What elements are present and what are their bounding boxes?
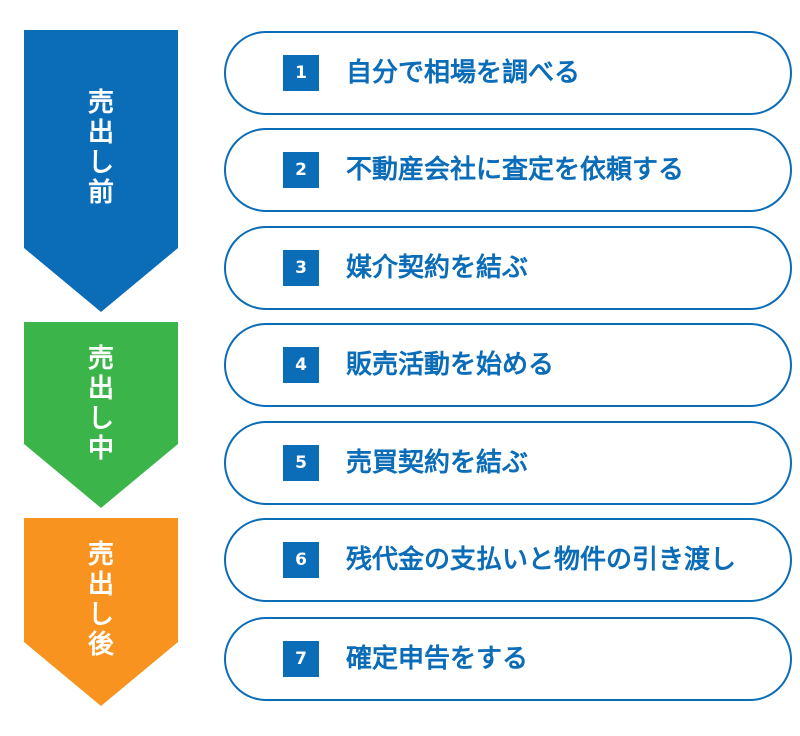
step-4: 4 販売活動を始める: [224, 323, 792, 407]
step-label: 媒介契約を結ぶ: [346, 253, 529, 283]
phase-arrow-before: [24, 30, 178, 312]
phase-arrow-after: [24, 518, 178, 706]
step-7: 7 確定申告をする: [224, 617, 792, 701]
phase-char: し: [87, 148, 114, 178]
phase-label-after: 売 出 し 後: [24, 540, 178, 660]
phase-char: 出: [87, 118, 114, 148]
step-label: 不動産会社に査定を依頼する: [346, 155, 685, 185]
phase-label-during: 売 出 し 中: [24, 344, 178, 464]
phase-after-sale: 売 出 し 後: [24, 518, 178, 706]
phase-char: 出: [87, 374, 114, 404]
phase-char: し: [87, 600, 114, 630]
step-label: 残代金の支払いと物件の引き渡し: [346, 545, 737, 575]
phase-char: 出: [87, 570, 114, 600]
step-label: 売買契約を結ぶ: [346, 448, 529, 478]
step-number: 1: [283, 55, 319, 91]
phase-before-sale: 売 出 し 前: [24, 30, 178, 312]
step-3: 3 媒介契約を結ぶ: [224, 226, 792, 310]
step-5: 5 売買契約を結ぶ: [224, 421, 792, 505]
phase-arrow-during: [24, 322, 178, 508]
phase-char: し: [87, 404, 114, 434]
step-number: 5: [283, 445, 319, 481]
step-label: 販売活動を始める: [346, 350, 555, 380]
step-label: 自分で相場を調べる: [346, 58, 581, 88]
phase-label-before: 売 出 し 前: [24, 88, 178, 208]
phase-char: 売: [87, 540, 114, 570]
step-label: 確定申告をする: [346, 644, 529, 674]
phase-during-sale: 売 出 し 中: [24, 322, 178, 508]
phase-char: 売: [87, 344, 114, 374]
step-number: 2: [283, 152, 319, 188]
step-6: 6 残代金の支払いと物件の引き渡し: [224, 518, 792, 602]
phase-char: 中: [87, 434, 114, 464]
phase-char: 後: [87, 630, 114, 660]
step-2: 2 不動産会社に査定を依頼する: [224, 128, 792, 212]
step-number: 7: [283, 641, 319, 677]
phase-char: 売: [87, 88, 114, 118]
step-number: 3: [283, 250, 319, 286]
step-number: 6: [283, 542, 319, 578]
step-1: 1 自分で相場を調べる: [224, 31, 792, 115]
step-number: 4: [283, 347, 319, 383]
phase-char: 前: [87, 178, 114, 208]
